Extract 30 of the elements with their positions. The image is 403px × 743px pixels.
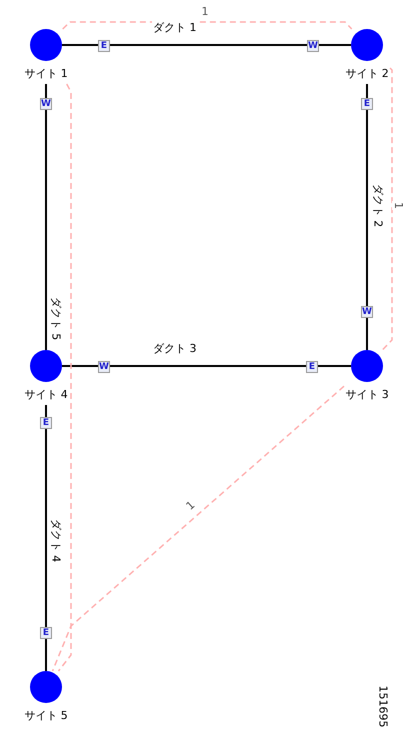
end-marker: E [98, 40, 110, 52]
dashed-route-line [58, 84, 72, 672]
end-marker: E [306, 361, 318, 373]
site-node: サイト 3 [344, 350, 390, 405]
duct-line [62, 365, 351, 367]
end-marker: E [40, 627, 52, 639]
end-marker: E [361, 98, 373, 110]
end-marker: W [40, 98, 52, 110]
end-marker: W [361, 306, 373, 318]
dashed-route-line [382, 68, 393, 351]
duct-label: ダクト 4 [49, 517, 62, 563]
duct-line [45, 405, 47, 671]
end-marker: W [98, 361, 110, 373]
duct-label: ダクト 2 [371, 182, 384, 228]
figure-number: 151695 [376, 684, 390, 728]
site-node: サイト 1 [23, 29, 69, 84]
end-marker: W [307, 40, 319, 52]
duct-label: ダクト 5 [49, 295, 62, 341]
duct-label: ダクト 1 [152, 20, 198, 34]
route-count-label: 1 [200, 4, 210, 18]
dashed-route-line [52, 386, 344, 672]
duct-line [366, 84, 368, 350]
site-node: サイト 4 [23, 350, 69, 405]
duct-line [62, 44, 351, 46]
site-node: サイト 2 [344, 29, 390, 84]
duct-line [45, 84, 47, 350]
duct-label: ダクト 3 [152, 342, 198, 354]
route-count-label: 1 [392, 200, 403, 210]
site-node: サイト 5 [23, 671, 69, 726]
end-marker: E [40, 417, 52, 429]
